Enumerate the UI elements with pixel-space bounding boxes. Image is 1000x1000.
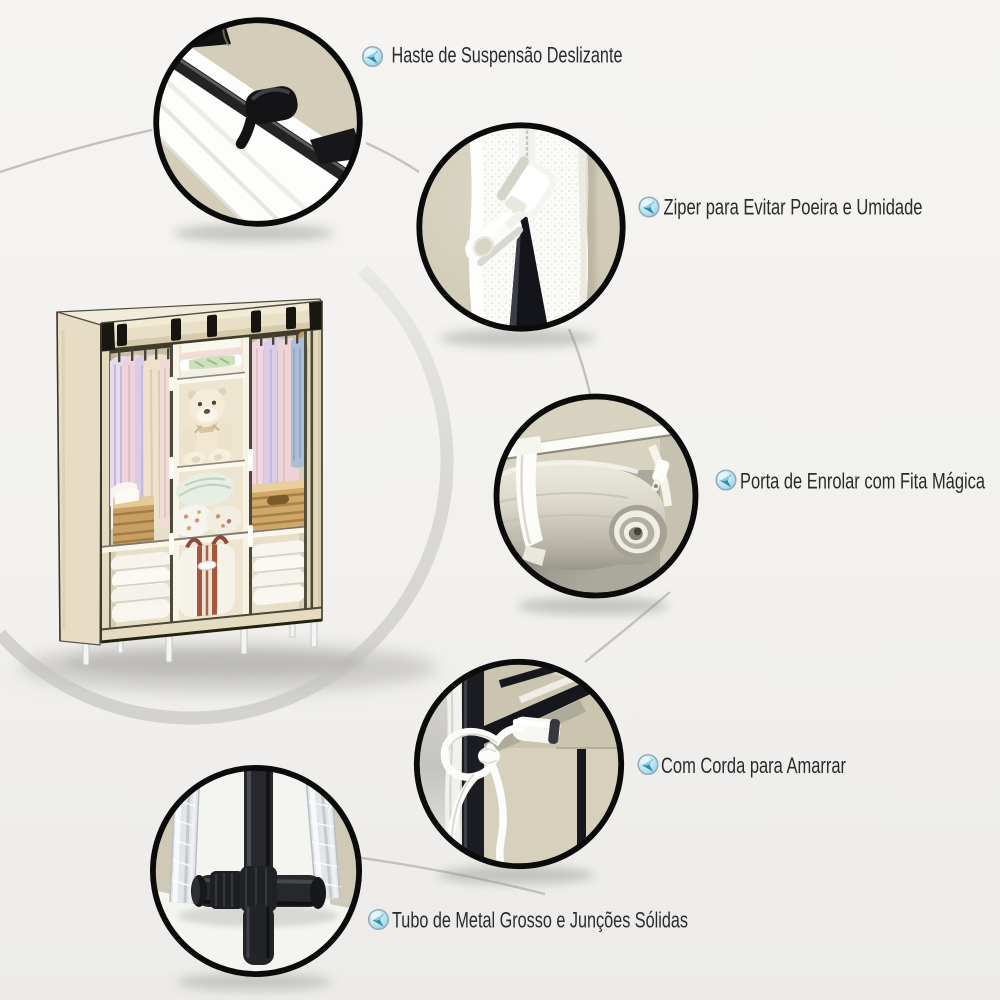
svg-text:Ziper para Evitar Poeira e Umi: Ziper para Evitar Poeira e Umidade [664,195,923,220]
svg-text:Porta de Enrolar com Fita Mági: Porta de Enrolar com Fita Mágica [740,469,985,494]
svg-text:Tubo de Metal Grosso e Junções: Tubo de Metal Grosso e Junções Sólidas [392,908,688,933]
svg-text:Com Corda para Amarrar: Com Corda para Amarrar [661,753,846,778]
svg-text:Haste de Suspensão Deslizante: Haste de Suspensão Deslizante [392,43,623,68]
